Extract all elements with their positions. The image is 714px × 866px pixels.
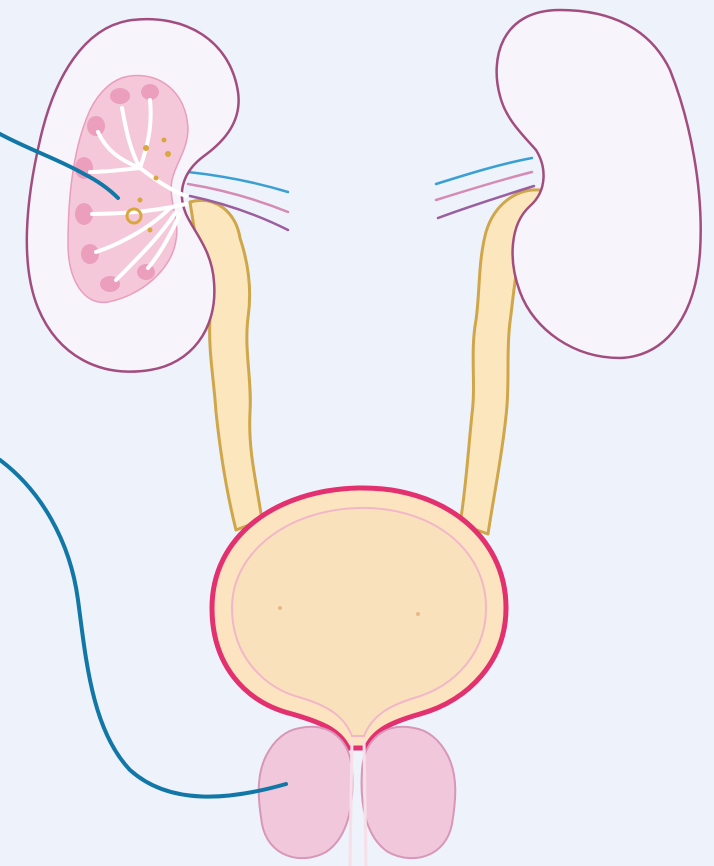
pyramid [87,116,105,136]
pyramid [137,264,155,280]
prostate-left-lobe [259,727,353,858]
prostate-right-lobe [362,727,456,858]
pyramid [81,244,99,264]
pyramid [110,88,130,104]
pyramid [141,84,159,100]
